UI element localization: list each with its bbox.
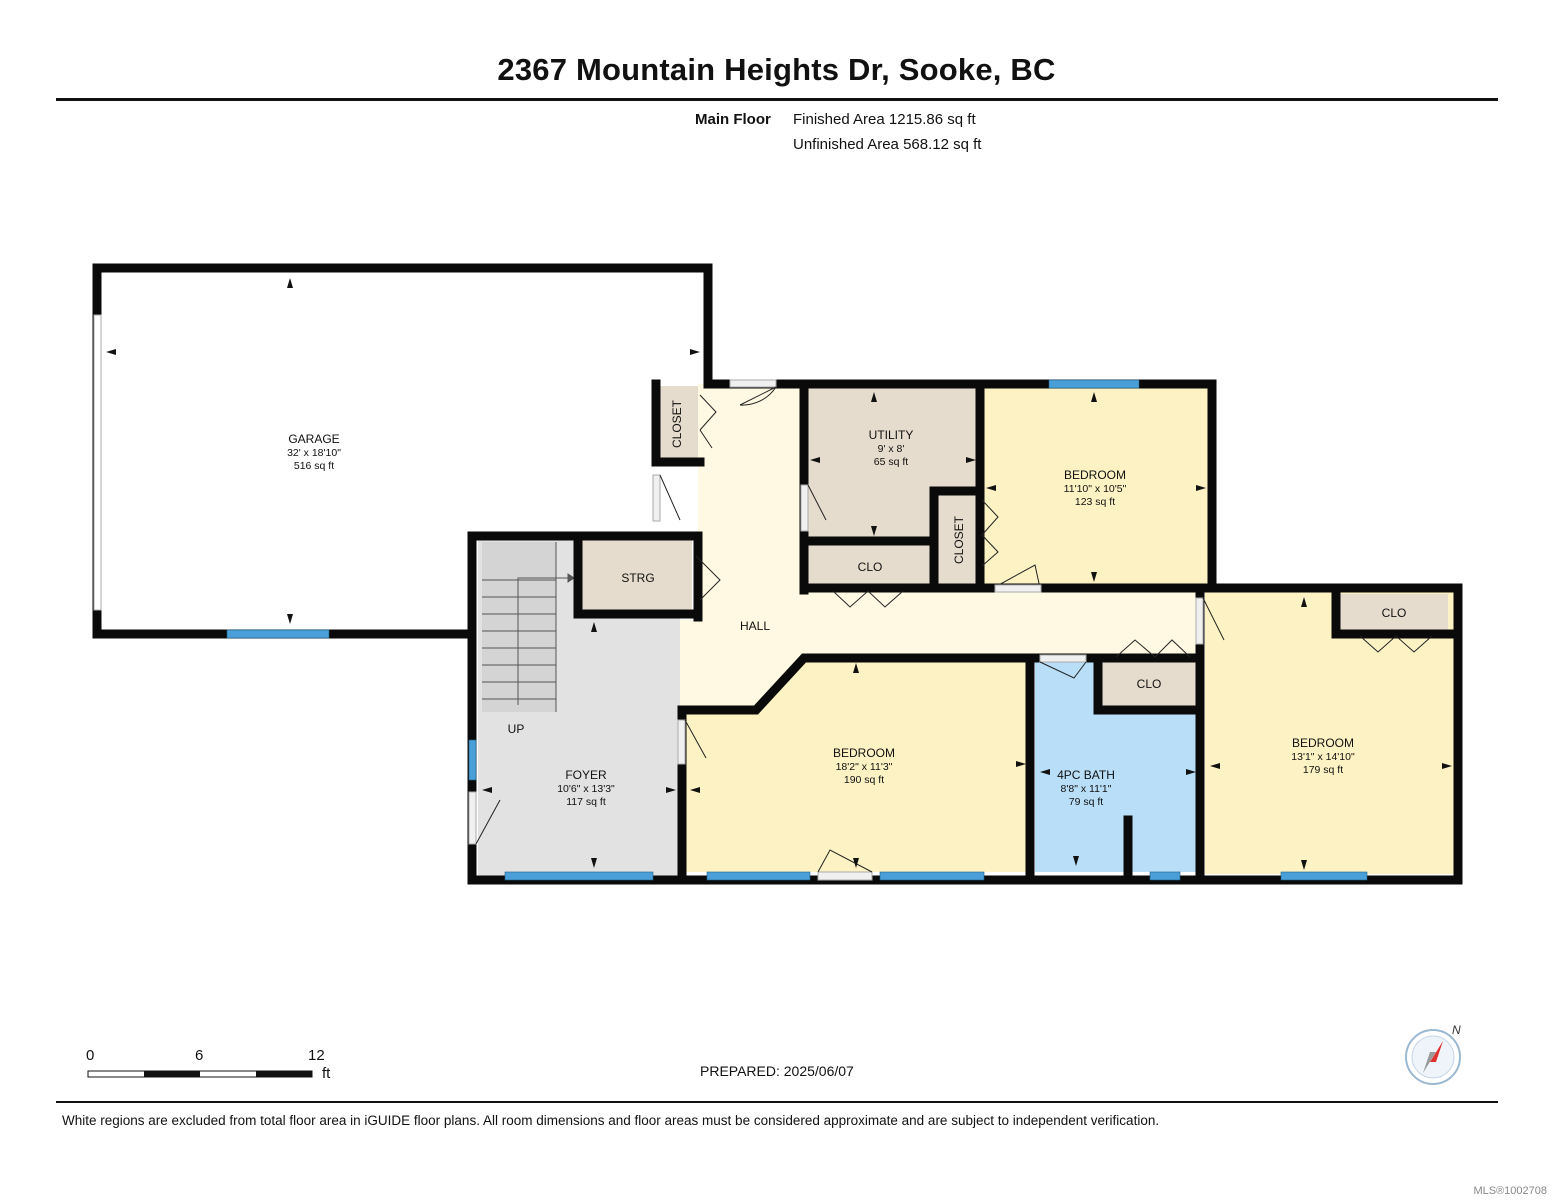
foyer-label: FOYER (565, 768, 607, 782)
garage-label: GARAGE (288, 432, 339, 446)
dimension-arrows (106, 278, 1452, 870)
bath-clo-fill (1100, 657, 1198, 709)
bedroom-s-fill (686, 660, 1029, 872)
bedroom-s-label: BEDROOM (833, 746, 895, 760)
scale-tick-0: 0 (86, 1047, 95, 1064)
bedroom-ne-area: 123 sq ft (1075, 496, 1115, 508)
compass-label: N (1452, 1023, 1461, 1037)
bath-label: 4PC BATH (1057, 768, 1115, 782)
closet-nw-fill (658, 386, 698, 462)
closet-ne-fill (936, 494, 980, 586)
room-labels: GARAGE 32' x 18'10" 516 sq ft UTILITY 9'… (287, 399, 1406, 808)
page-title: 2367 Mountain Heights Dr, Sooke, BC (497, 52, 1056, 87)
hall-label: HALL (740, 619, 770, 633)
stairs-up-label: UP (508, 722, 525, 736)
header-divider (56, 98, 1498, 101)
disclaimer: White regions are excluded from total fl… (62, 1113, 1160, 1128)
hall-fill (680, 384, 1203, 708)
mls-number: MLS®1002708 (1473, 1185, 1547, 1197)
bedroom-s-area: 190 sq ft (844, 774, 884, 786)
bedroom-s-dims: 18'2" x 11'3" (836, 761, 893, 773)
bath-clo-label: CLO (1137, 677, 1162, 691)
garage-area: 516 sq ft (294, 460, 334, 472)
strg-label: STRG (621, 571, 654, 585)
windows (226, 379, 1368, 881)
utility-area: 65 sq ft (874, 456, 909, 468)
bedroom-e-label: BEDROOM (1292, 736, 1354, 750)
doors (468, 379, 1433, 881)
bedroom-e-area: 179 sq ft (1303, 764, 1343, 776)
bath-dims: 8'8" x 11'1" (1061, 783, 1112, 795)
utility-clo-label: CLO (858, 560, 883, 574)
garage-dims: 32' x 18'10" (287, 447, 341, 459)
finished-area: Finished Area 1215.86 sq ft (793, 111, 976, 128)
unfinished-area: Unfinished Area 568.12 sq ft (793, 136, 982, 153)
foyer-dims: 10'6" x 13'3" (557, 783, 615, 795)
garage-door-opening (93, 314, 102, 611)
bedroom-ne-fill (983, 387, 1210, 585)
prepared-date: PREPARED: 2025/06/07 (700, 1063, 854, 1079)
scale-tick-12: 12 (308, 1047, 325, 1064)
closet-nw-label: CLOSET (670, 399, 684, 448)
utility-dims: 9' x 8' (878, 443, 905, 455)
bedroom-ne-label: BEDROOM (1064, 468, 1126, 482)
bedroom-e-clo-label: CLO (1382, 606, 1407, 620)
scale-bar (87, 1070, 313, 1078)
scale-tick-6: 6 (195, 1047, 204, 1064)
utility-label: UTILITY (869, 428, 914, 442)
utility-closet-fill (806, 543, 932, 587)
stairs (482, 542, 575, 712)
compass-icon: N (1405, 1023, 1461, 1085)
closet-ne-label: CLOSET (952, 515, 966, 564)
bath-area: 79 sq ft (1069, 796, 1104, 808)
bedroom-ne-dims: 11'10" x 10'5" (1064, 483, 1127, 495)
bedroom-e-dims: 13'1" x 14'10" (1291, 751, 1355, 763)
footer-divider (56, 1101, 1498, 1103)
bedroom-e-clo-fill (1336, 594, 1448, 634)
foyer-area: 117 sq ft (566, 796, 606, 808)
room-fills (100, 272, 1457, 876)
strg-fill (578, 540, 692, 612)
scale-unit: ft (322, 1065, 331, 1082)
floor-label: Main Floor (695, 111, 771, 128)
